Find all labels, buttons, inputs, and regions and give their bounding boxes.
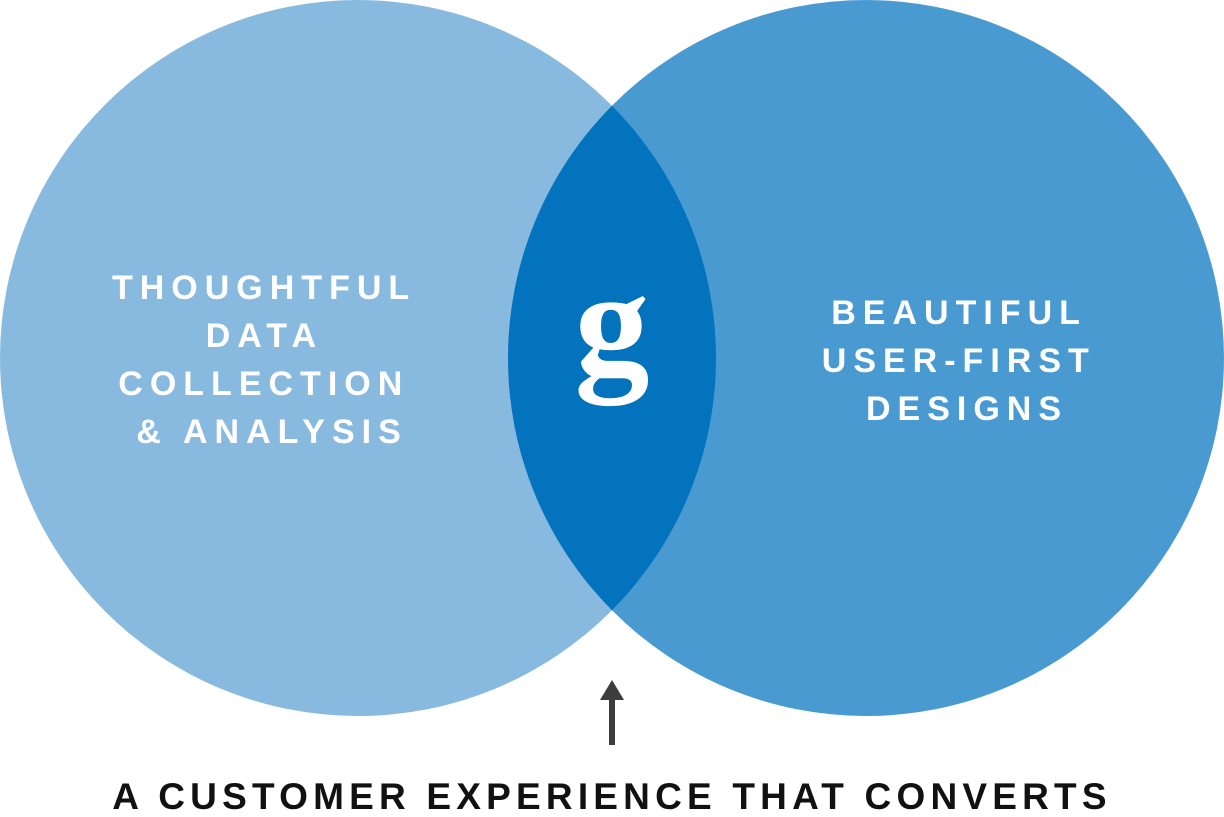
left-circle (0, 0, 716, 716)
left-label-line: DATA (206, 317, 322, 355)
right-circle-label: BEAUTIFUL USER-FIRST DESIGNS (822, 294, 1112, 428)
right-label-line: BEAUTIFUL (831, 294, 1086, 332)
caption: A CUSTOMER EXPERIENCE THAT CONVERTS (112, 776, 1112, 817)
left-label-line: & ANALYSIS (136, 413, 408, 451)
g-logo: g (575, 240, 650, 406)
left-label-line: COLLECTION (118, 365, 409, 403)
left-label-line: THOUGHTFUL (112, 269, 416, 307)
right-label-line: USER-FIRST (822, 342, 1096, 380)
up-arrow-icon (600, 680, 624, 745)
left-circle-label: THOUGHTFUL DATA COLLECTION & ANALYSIS (112, 269, 432, 451)
right-circle (508, 0, 1224, 716)
right-label-line: DESIGNS (866, 390, 1068, 428)
